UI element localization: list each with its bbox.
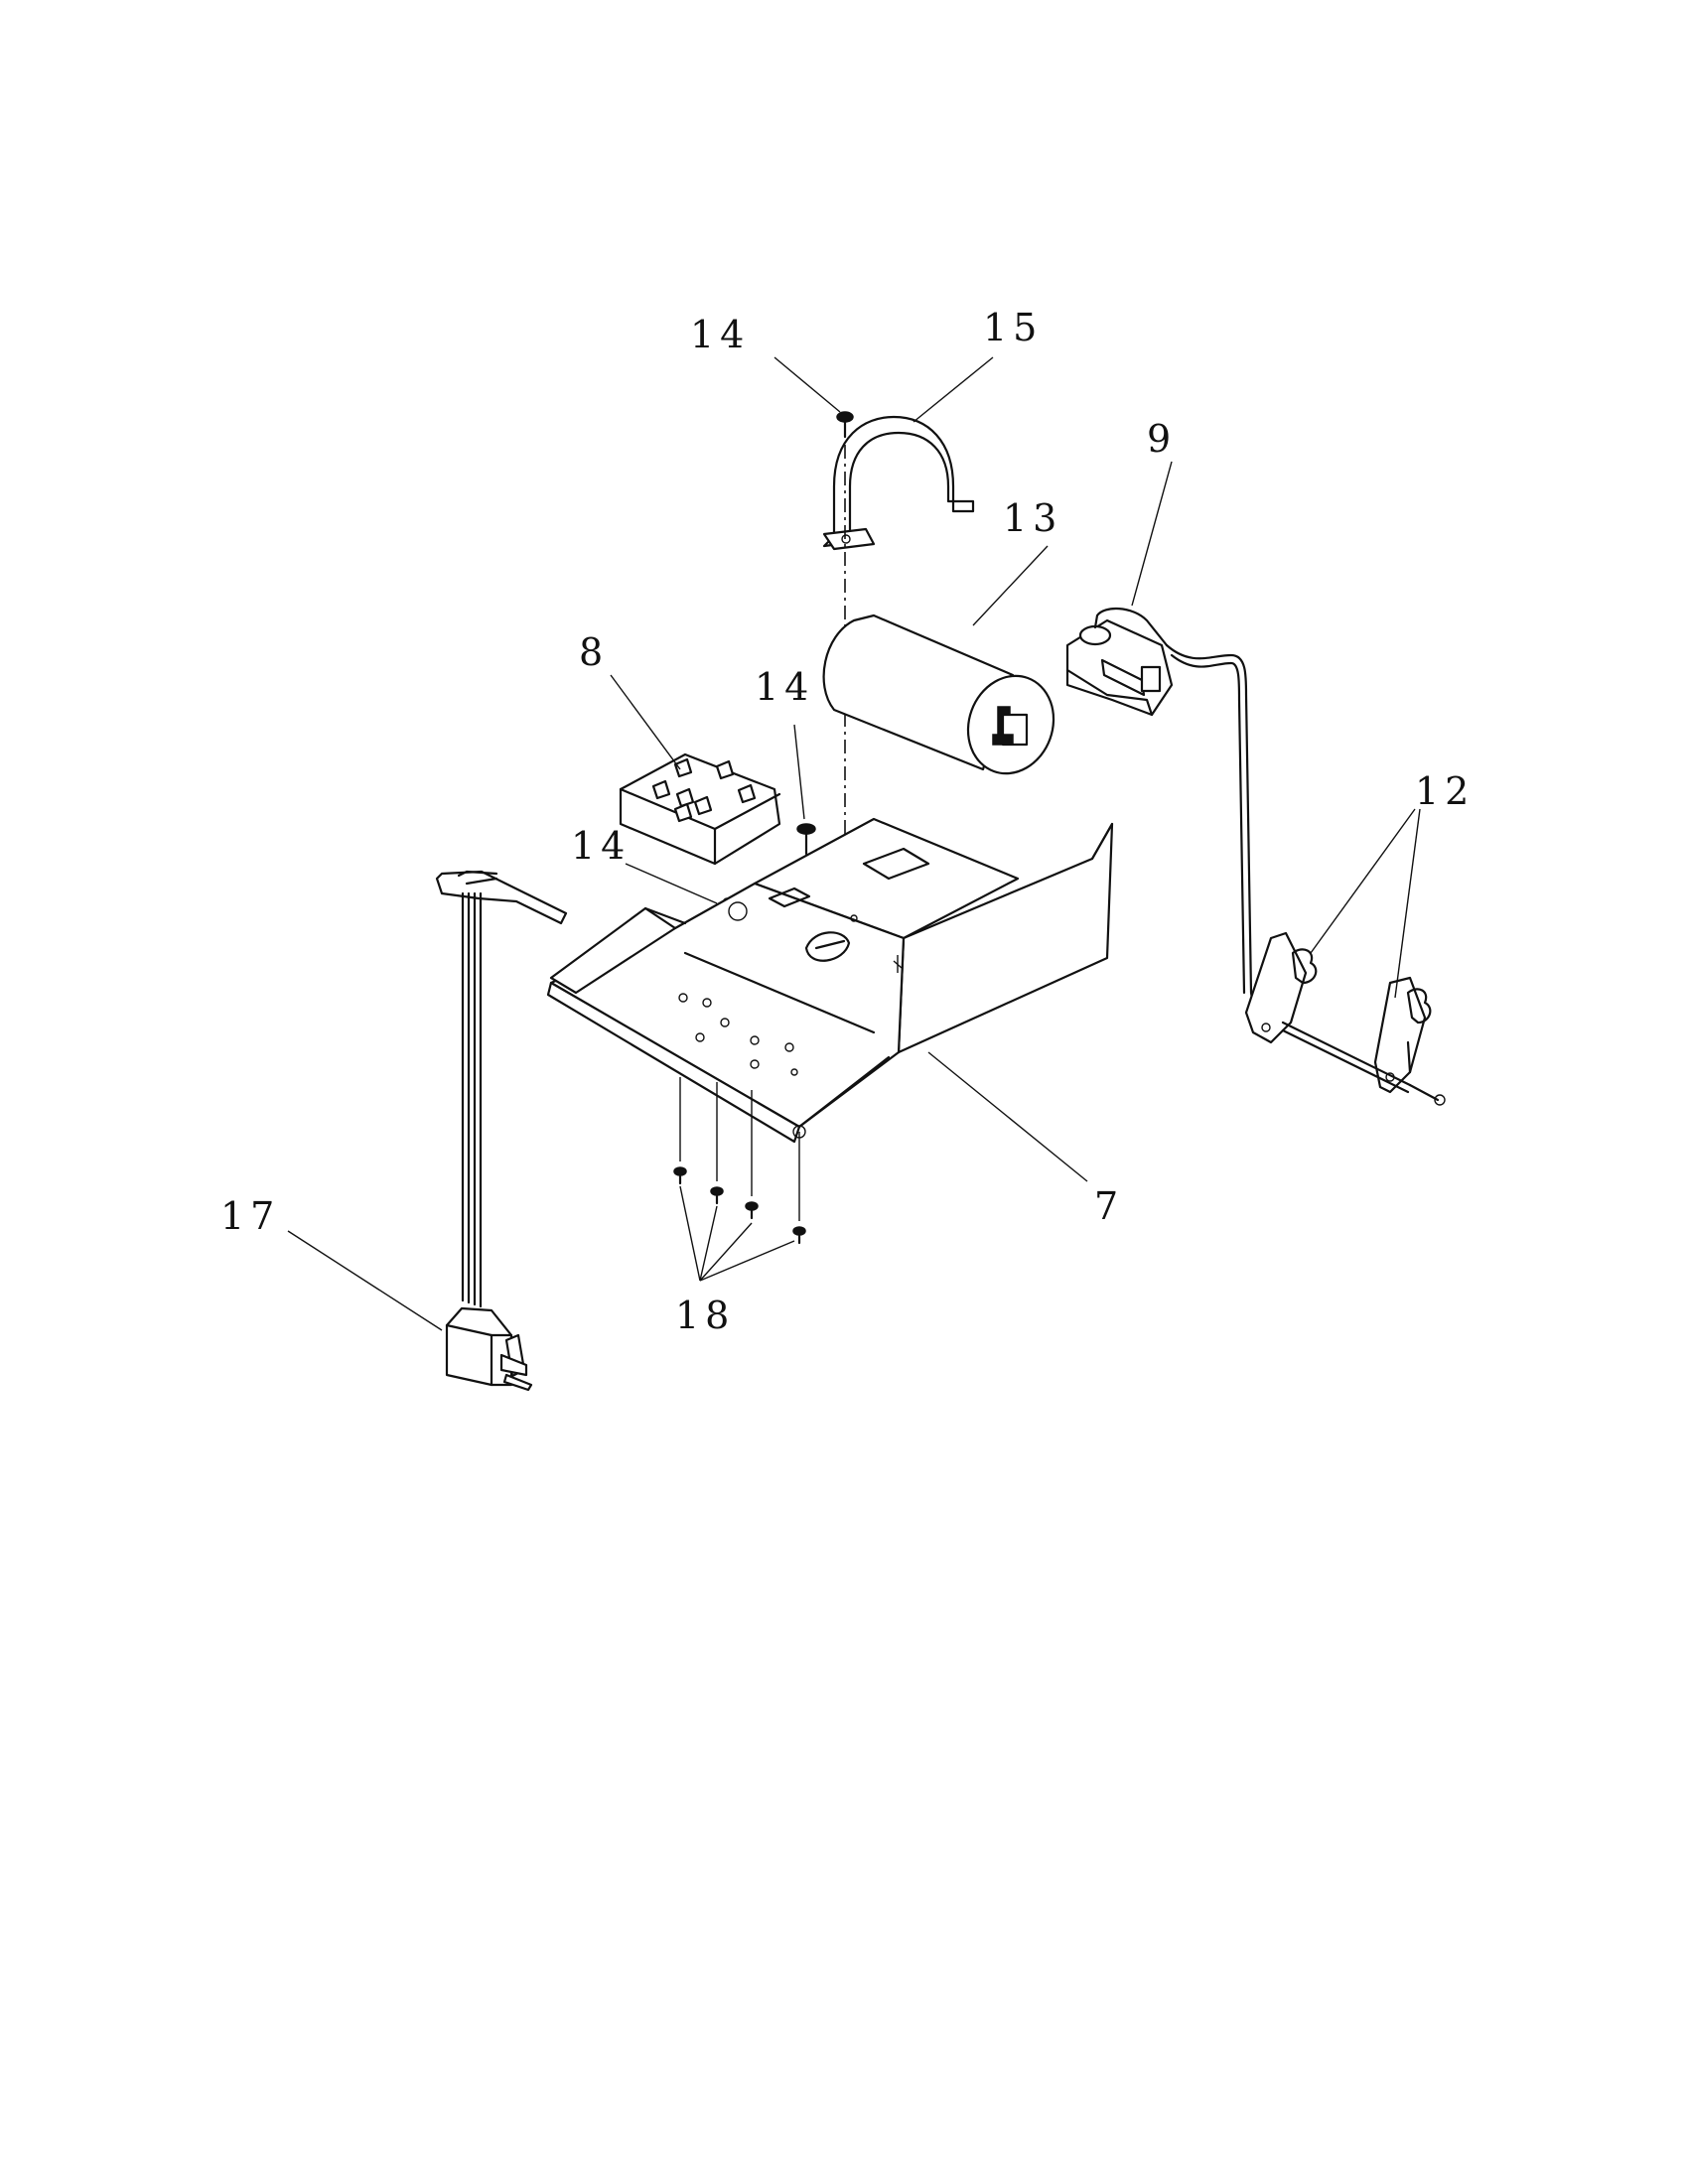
capacitor (822, 614, 1055, 775)
callout-13: 13 (1003, 496, 1062, 540)
base-tray (546, 817, 1114, 1144)
capacitor-strap (822, 415, 975, 551)
relay (619, 752, 781, 866)
callout-14-left: 14 (571, 824, 631, 868)
hinge-brackets (1244, 931, 1446, 1106)
motor (1065, 608, 1278, 1010)
callout-8: 8 (579, 630, 609, 674)
screw-middle (796, 823, 816, 856)
callout-18: 18 (675, 1294, 735, 1337)
callout-14-middle: 14 (755, 665, 814, 709)
mounting-screws (673, 1077, 806, 1245)
callout-labels: 14 15 9 13 8 14 14 12 7 17 18 (220, 306, 1475, 1337)
callout-7: 7 (1094, 1184, 1124, 1228)
leader-lines (287, 356, 1421, 1331)
callout-15: 15 (983, 306, 1043, 349)
power-cord (435, 870, 568, 1392)
callout-12: 12 (1415, 769, 1475, 813)
callout-14-top: 14 (690, 313, 750, 356)
screw-top (836, 411, 854, 439)
callout-17: 17 (220, 1194, 280, 1238)
callout-9: 9 (1147, 417, 1177, 461)
